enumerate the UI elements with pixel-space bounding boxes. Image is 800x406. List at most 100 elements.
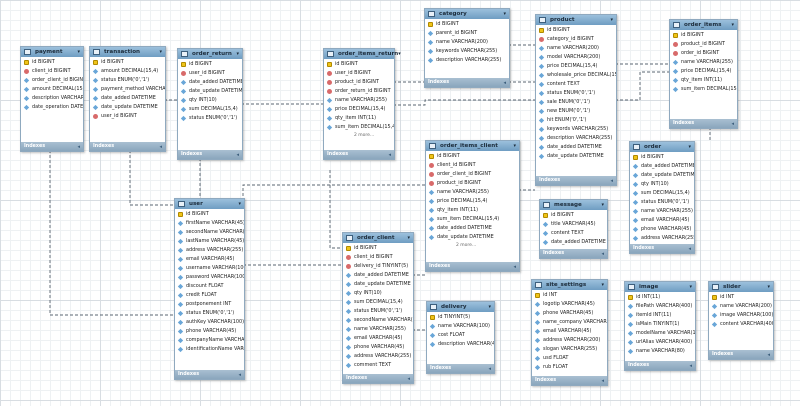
expand-indexes-icon[interactable]: ◂	[688, 245, 691, 252]
field-row[interactable]: description VARCHAR(20…	[21, 94, 83, 103]
indexes-section[interactable]: Indexes◂	[178, 150, 242, 159]
field-row[interactable]: itemId INT(11)	[625, 311, 695, 320]
field-row[interactable]: id BIGINT	[670, 31, 737, 40]
field-row[interactable]: image VARCHAR(100)	[709, 311, 773, 320]
indexes-section[interactable]: Indexes◂	[532, 376, 607, 385]
field-row[interactable]: email VARCHAR(45)	[343, 334, 413, 343]
field-row[interactable]: model VARCHAR(200)	[536, 53, 616, 62]
field-row[interactable]: password VARCHAR(100)	[175, 273, 244, 282]
field-row[interactable]: secondName VARCHAR(45)	[175, 228, 244, 237]
field-row[interactable]: name VARCHAR(255)	[324, 96, 394, 105]
collapse-chevron-icon[interactable]: ▾	[731, 22, 734, 28]
table-header[interactable]: user▾	[175, 199, 244, 209]
expand-indexes-icon[interactable]: ◂	[689, 362, 692, 369]
field-row[interactable]: sum DECIMAL(15,4)	[178, 105, 242, 114]
expand-indexes-icon[interactable]: ◂	[236, 151, 239, 158]
field-row[interactable]: id BIGINT	[178, 60, 242, 69]
field-row[interactable]: usd FLOAT	[532, 354, 607, 363]
relationship-line[interactable]	[329, 170, 342, 249]
field-row[interactable]: email VARCHAR(45)	[532, 327, 607, 336]
expand-indexes-icon[interactable]: ◂	[731, 120, 734, 127]
field-row[interactable]: date_added DATETIME	[630, 162, 694, 171]
field-row[interactable]: product_id BIGINT	[324, 78, 394, 87]
indexes-section[interactable]: Indexes◂	[90, 142, 165, 151]
field-row[interactable]: sum DECIMAL(15,4)	[343, 298, 413, 307]
field-row[interactable]: qty_item INT(11)	[324, 114, 394, 123]
field-row[interactable]: price DECIMAL(15,4)	[426, 197, 519, 206]
field-row[interactable]: name VARCHAR(255)	[670, 58, 737, 67]
field-row[interactable]: name_company VARCHAR(200)	[532, 318, 607, 327]
field-row[interactable]: email VARCHAR(45)	[175, 255, 244, 264]
collapse-chevron-icon[interactable]: ▾	[688, 144, 691, 150]
field-row[interactable]: id BIGINT	[343, 244, 413, 253]
indexes-section[interactable]: Indexes◂	[324, 150, 394, 159]
indexes-section[interactable]: Indexes◂	[343, 374, 413, 383]
field-row[interactable]: client_id BIGINT	[21, 67, 83, 76]
collapse-chevron-icon[interactable]: ▾	[610, 17, 613, 23]
field-row[interactable]: status ENUM('0','1')	[90, 76, 165, 85]
field-row[interactable]: date_operation DATETIME	[21, 103, 83, 112]
field-row[interactable]: modelName VARCHAR(150)	[625, 329, 695, 338]
field-row[interactable]: status ENUM('0','1')	[178, 114, 242, 123]
field-row[interactable]: postponement INT	[175, 300, 244, 309]
field-row[interactable]: name VARCHAR(80)	[625, 347, 695, 356]
field-row[interactable]: title VARCHAR(45)	[540, 220, 607, 229]
field-row[interactable]: status ENUM('0','1')	[343, 307, 413, 316]
field-row[interactable]: address VARCHAR(255)	[630, 234, 694, 243]
table-header[interactable]: image▾	[625, 282, 695, 292]
field-row[interactable]: slogan VARCHAR(255)	[532, 345, 607, 354]
field-row[interactable]: id BIGINT	[324, 60, 394, 69]
table-header[interactable]: message▾	[540, 200, 607, 210]
indexes-section[interactable]: Indexes◂	[625, 361, 695, 370]
field-row[interactable]: comment TEXT	[343, 361, 413, 370]
field-row[interactable]: id INT(11)	[625, 293, 695, 302]
field-row[interactable]: authKey VARCHAR(100)	[175, 318, 244, 327]
expand-indexes-icon[interactable]: ◂	[503, 79, 506, 86]
indexes-section[interactable]: Indexes◂	[21, 142, 83, 151]
expand-indexes-icon[interactable]: ◂	[767, 351, 770, 358]
expand-indexes-icon[interactable]: ◂	[610, 177, 613, 184]
indexes-section[interactable]: Indexes◂	[175, 370, 244, 379]
field-row[interactable]: name VARCHAR(255)	[630, 207, 694, 216]
field-row[interactable]: qty INT(10)	[178, 96, 242, 105]
field-row[interactable]: date_update DATETIME	[90, 103, 165, 112]
field-row[interactable]: id TINYINT(5)	[427, 313, 494, 322]
field-row[interactable]: lastName VARCHAR(45)	[175, 237, 244, 246]
field-row[interactable]: logotip VARCHAR(45)	[532, 300, 607, 309]
field-row[interactable]: credit FLOAT	[175, 291, 244, 300]
indexes-section[interactable]: Indexes◂	[670, 119, 737, 128]
field-row[interactable]: sum_item DECIMAL(15,4)	[426, 215, 519, 224]
field-row[interactable]: date_update DATETIME	[536, 152, 616, 161]
more-fields-label[interactable]: 2 more...	[456, 243, 477, 248]
field-row[interactable]: client_id BIGINT	[426, 161, 519, 170]
field-row[interactable]: user_id BIGINT	[178, 69, 242, 78]
indexes-section[interactable]: Indexes◂	[426, 262, 519, 271]
relationship-line[interactable]	[615, 71, 669, 101]
table-header[interactable]: slider▾	[709, 282, 773, 292]
table-header[interactable]: order_items_client▾	[426, 141, 519, 151]
table-header[interactable]: order_items_return▾	[324, 49, 401, 59]
relationship-line[interactable]	[129, 150, 174, 206]
collapse-chevron-icon[interactable]: ▾	[238, 201, 241, 207]
field-row[interactable]: status ENUM('0','1')	[175, 309, 244, 318]
field-row[interactable]: secondName VARCHAR(2…	[343, 316, 413, 325]
table-header[interactable]: order_return▾	[178, 49, 242, 59]
table-header[interactable]: order_items▾	[670, 20, 737, 30]
field-row[interactable]: phone VARCHAR(45)	[175, 327, 244, 336]
field-row[interactable]: name VARCHAR(100)	[427, 322, 494, 331]
field-row[interactable]: description VARCHAR(255)	[425, 56, 509, 65]
field-row[interactable]: id BIGINT	[90, 58, 165, 67]
table-header[interactable]: product▾	[536, 15, 616, 25]
indexes-section[interactable]: Indexes◂	[425, 78, 509, 87]
relationship-line[interactable]	[393, 99, 535, 106]
field-row[interactable]: address VARCHAR(200)	[532, 336, 607, 345]
field-row[interactable]: date_update DATETIME	[343, 280, 413, 289]
field-row[interactable]: product_id BIGINT	[426, 179, 519, 188]
field-row[interactable]: firstName VARCHAR(45)	[175, 219, 244, 228]
